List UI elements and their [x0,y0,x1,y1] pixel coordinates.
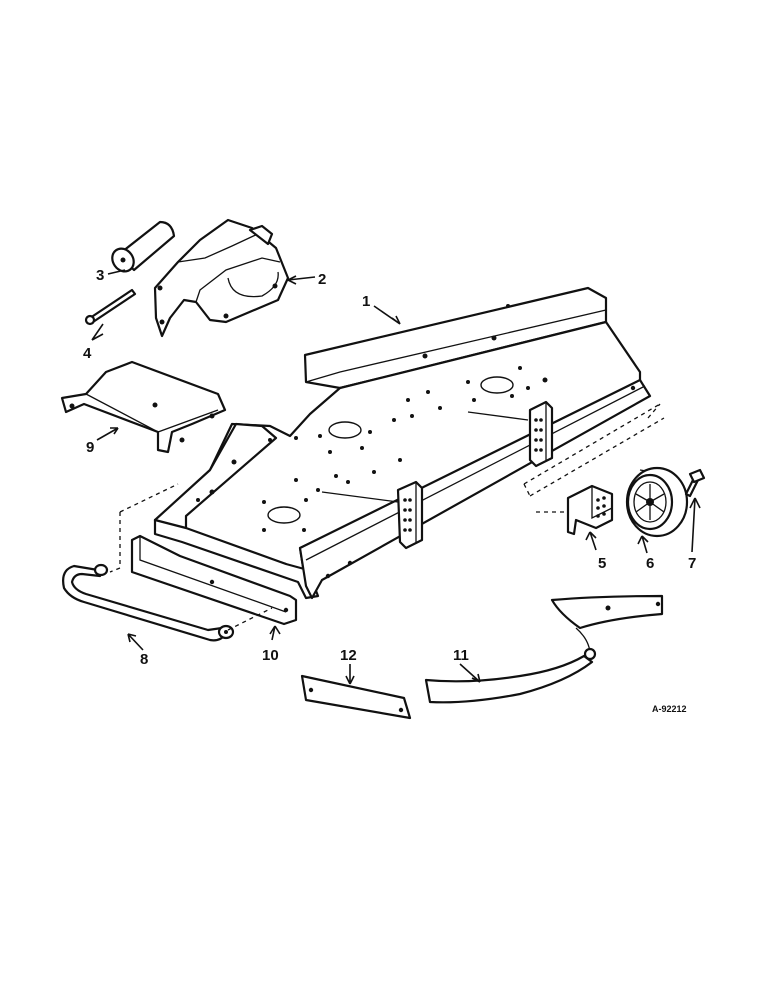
callout-9: 9 [86,439,94,456]
callout-5: 5 [598,555,606,572]
roller-part-3 [111,220,176,273]
callout-11: 11 [453,647,469,664]
callout-2: 2 [318,271,326,288]
assembly-dashed-lines [109,403,665,631]
lift-bar-part-8 [62,563,235,642]
wheel-bracket-part-5 [566,484,614,536]
leader-lines [91,269,701,685]
band-part-11 [424,594,664,704]
callout-8: 8 [140,651,148,668]
callout-3: 3 [96,267,104,284]
callout-4: 4 [83,345,92,362]
deck-bolt-holes [196,366,548,532]
baffle-part-10 [130,534,298,626]
callout-6: 6 [646,555,654,572]
callout-labels: 1 2 3 4 9 5 6 7 8 10 11 12 A-92212 [83,267,696,714]
chute-part-2 [153,218,290,338]
callout-7: 7 [688,555,696,572]
wheel-part-6 [625,466,689,538]
skid-part-12 [300,674,412,720]
plate-part-9 [60,360,227,454]
callout-10: 10 [262,647,279,664]
drawing-number: A-92212 [652,704,687,714]
callout-1: 1 [362,293,370,310]
callout-12: 12 [340,647,357,664]
frame-part-1 [153,286,652,600]
axle-bolt-part-7 [684,468,706,498]
pin-part-4 [84,288,137,326]
